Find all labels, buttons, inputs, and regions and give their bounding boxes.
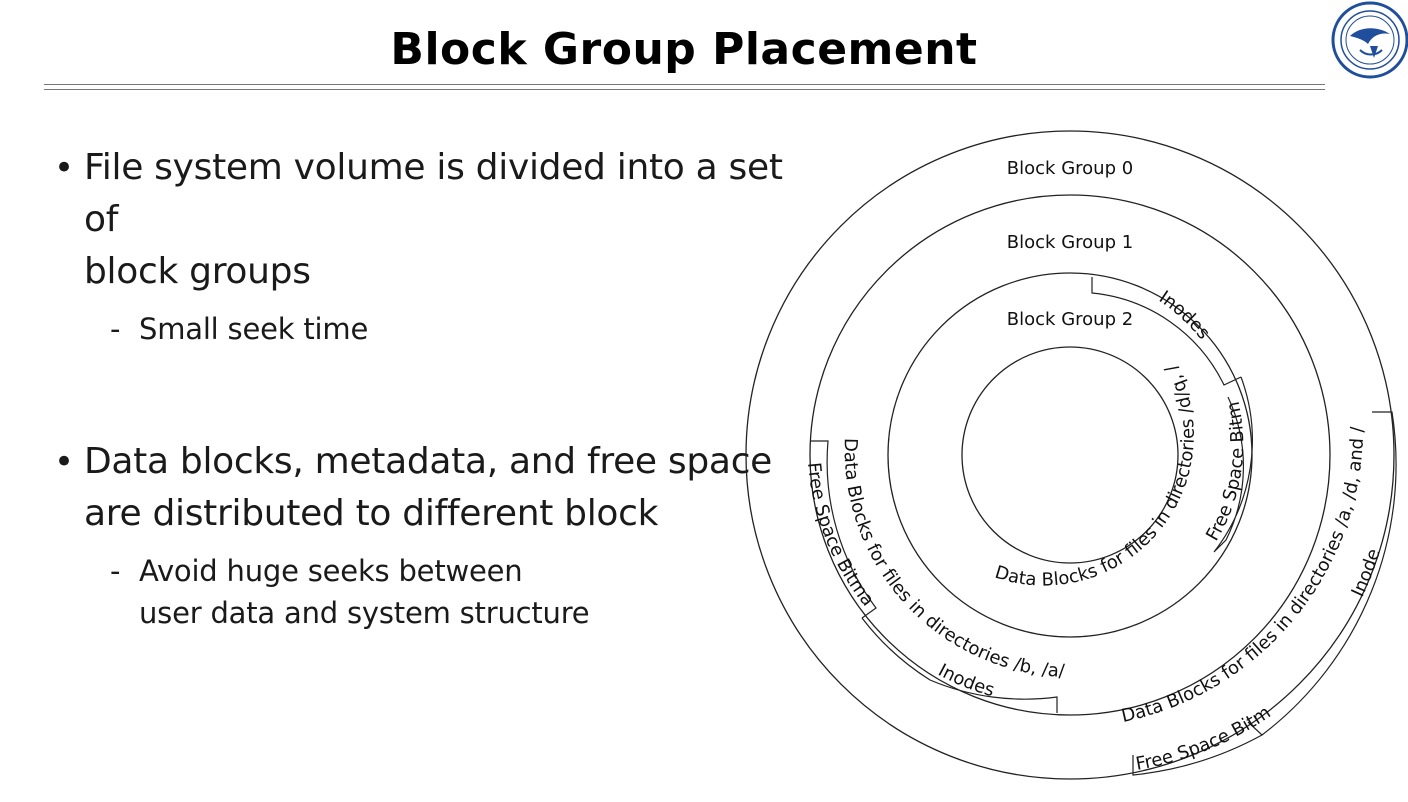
bullet-line: File system volume is divided into a set… <box>84 147 783 240</box>
bullet-dot-icon: • <box>54 442 74 482</box>
ring-core <box>961 346 1179 564</box>
g1-data-label: Data Blocks for files in directories /b,… <box>0 0 1066 682</box>
bullet-line: Data blocks, metadata, and free space <box>84 441 773 482</box>
g1-bitmap-text: Free Space Bitmap <box>0 0 878 610</box>
g2-data-text: Data Blocks for files in directories /d/… <box>0 0 1199 591</box>
university-logo <box>1331 1 1408 79</box>
g0-bitmap-text: Free Space Bitmap <box>0 0 1275 775</box>
g0-bitmap-band <box>1132 734 1263 776</box>
g0-data-label: Data Blocks for files in directories /a,… <box>0 0 1368 727</box>
bullet-list: • File system volume is divided into a s… <box>54 142 814 634</box>
g2-bitmap-label: Free Space Bitmap <box>0 0 1248 545</box>
sub-bullet-item: - Avoid huge seeks between user data and… <box>54 550 814 634</box>
g2-inodes-text: Inodes <box>1155 287 1214 344</box>
dash-icon: - <box>110 554 121 588</box>
title-rule-bottom <box>44 89 1325 90</box>
bullet-dot-icon: • <box>54 148 74 188</box>
g2-bitmap-text: Free Space Bitmap <box>0 0 1248 545</box>
g0-inodes-band <box>1247 411 1397 736</box>
g1-bitmap-band <box>811 440 877 619</box>
ring-block-group-0 <box>745 130 1395 780</box>
block-group-1-label: Block Group 1 <box>1007 232 1133 253</box>
bullet-item: • Data blocks, metadata, and free space … <box>54 436 814 540</box>
sub-bullet-line: Avoid huge seeks between <box>139 554 523 588</box>
sub-bullet-line: user data and system structure <box>139 596 590 630</box>
sub-bullet-item: - Small seek time <box>54 308 814 350</box>
bullet-line: block groups <box>84 251 311 292</box>
g1-bitmap-label: Free Space Bitmap <box>0 0 878 610</box>
g1-data-text: Data Blocks for files in directories /b,… <box>0 0 1066 682</box>
g2-bitmap-band <box>1213 376 1253 553</box>
page-title: Block Group Placement <box>390 24 978 75</box>
block-group-2-label: Block Group 2 <box>1007 309 1133 330</box>
g2-data-label: Data Blocks for files in directories /d/… <box>0 0 1199 591</box>
g0-bitmap-label: Free Space Bitmap <box>0 0 1275 775</box>
g2-inodes-label: Inodes <box>1155 287 1214 344</box>
ring-block-group-1 <box>809 194 1331 716</box>
g0-data-text: Data Blocks for files in directories /a,… <box>0 0 1368 727</box>
block-group-0-label: Block Group 0 <box>1007 158 1133 179</box>
dash-icon: - <box>110 312 121 346</box>
title-rule-top <box>44 84 1325 85</box>
bullet-item: • File system volume is divided into a s… <box>54 142 814 298</box>
sub-bullet-line: Small seek time <box>139 312 369 346</box>
bullet-line: are distributed to different block <box>84 493 659 534</box>
g1-inodes-band <box>861 617 1058 713</box>
g2-inodes-band <box>1091 277 1242 386</box>
